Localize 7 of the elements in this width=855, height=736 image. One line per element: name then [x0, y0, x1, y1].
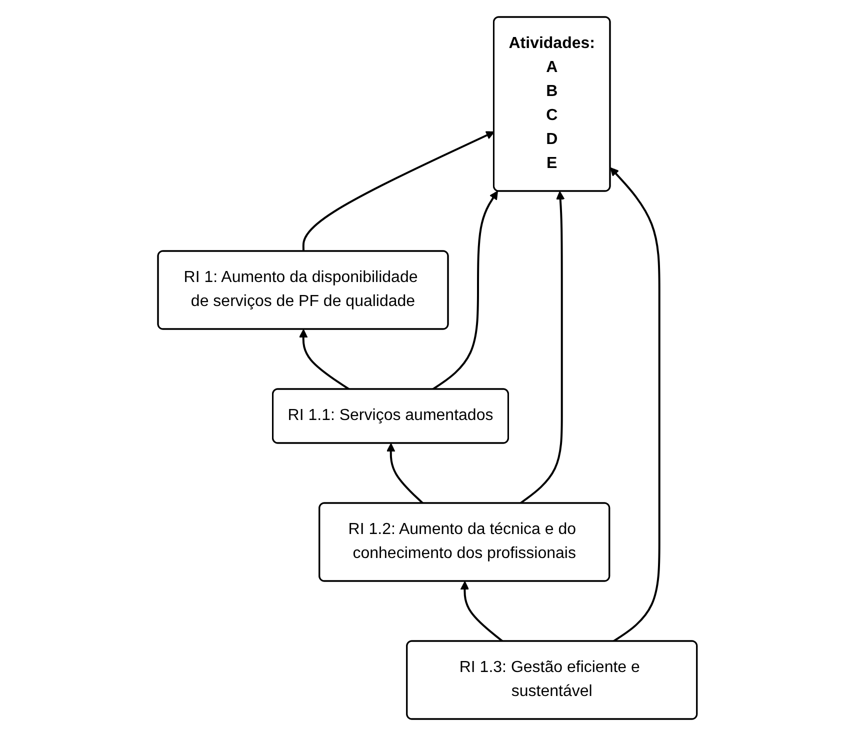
arrow — [432, 190, 498, 390]
arrow — [386, 443, 424, 504]
arrow — [610, 167, 660, 642]
arrow — [519, 191, 565, 504]
arrow — [302, 131, 495, 252]
arrow — [299, 329, 350, 390]
arrow — [460, 581, 504, 642]
